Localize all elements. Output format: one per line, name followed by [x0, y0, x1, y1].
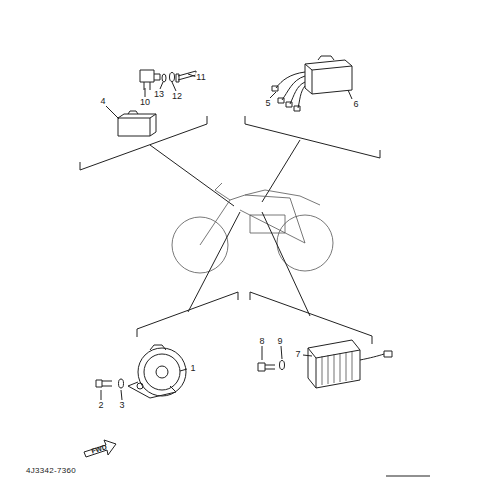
callout-number: 9 — [276, 337, 283, 346]
fin-stroke — [346, 352, 347, 381]
callout-number: 10 — [139, 98, 151, 107]
direction-label: FWD — [89, 443, 108, 455]
callout-number: 8 — [258, 337, 265, 346]
callout-number: 2 — [97, 401, 104, 410]
callout-number: 3 — [118, 401, 125, 410]
fin-stroke — [340, 353, 341, 382]
callout-number: 1 — [189, 364, 196, 373]
callout-number: 11 — [195, 73, 206, 82]
horn — [96, 345, 186, 398]
regulator — [258, 340, 392, 388]
flasher-relay — [118, 111, 156, 136]
fin-stroke — [334, 354, 335, 383]
callout-number: 5 — [264, 99, 271, 108]
fin-stroke — [352, 351, 353, 380]
motorcycle-outline — [172, 183, 333, 273]
fin-stroke — [328, 355, 329, 384]
diagram-code: 4J3342-7360 — [25, 467, 77, 475]
fwd-arrow — [84, 440, 116, 457]
callout-number: 12 — [171, 92, 183, 101]
callout-number: 7 — [294, 350, 301, 359]
fin-stroke — [322, 356, 323, 385]
callout-number: 4 — [99, 97, 106, 106]
callout-number: 6 — [352, 100, 359, 109]
small-bracket — [140, 70, 196, 90]
callout-number: 13 — [153, 90, 165, 99]
relay-unit — [272, 56, 352, 111]
